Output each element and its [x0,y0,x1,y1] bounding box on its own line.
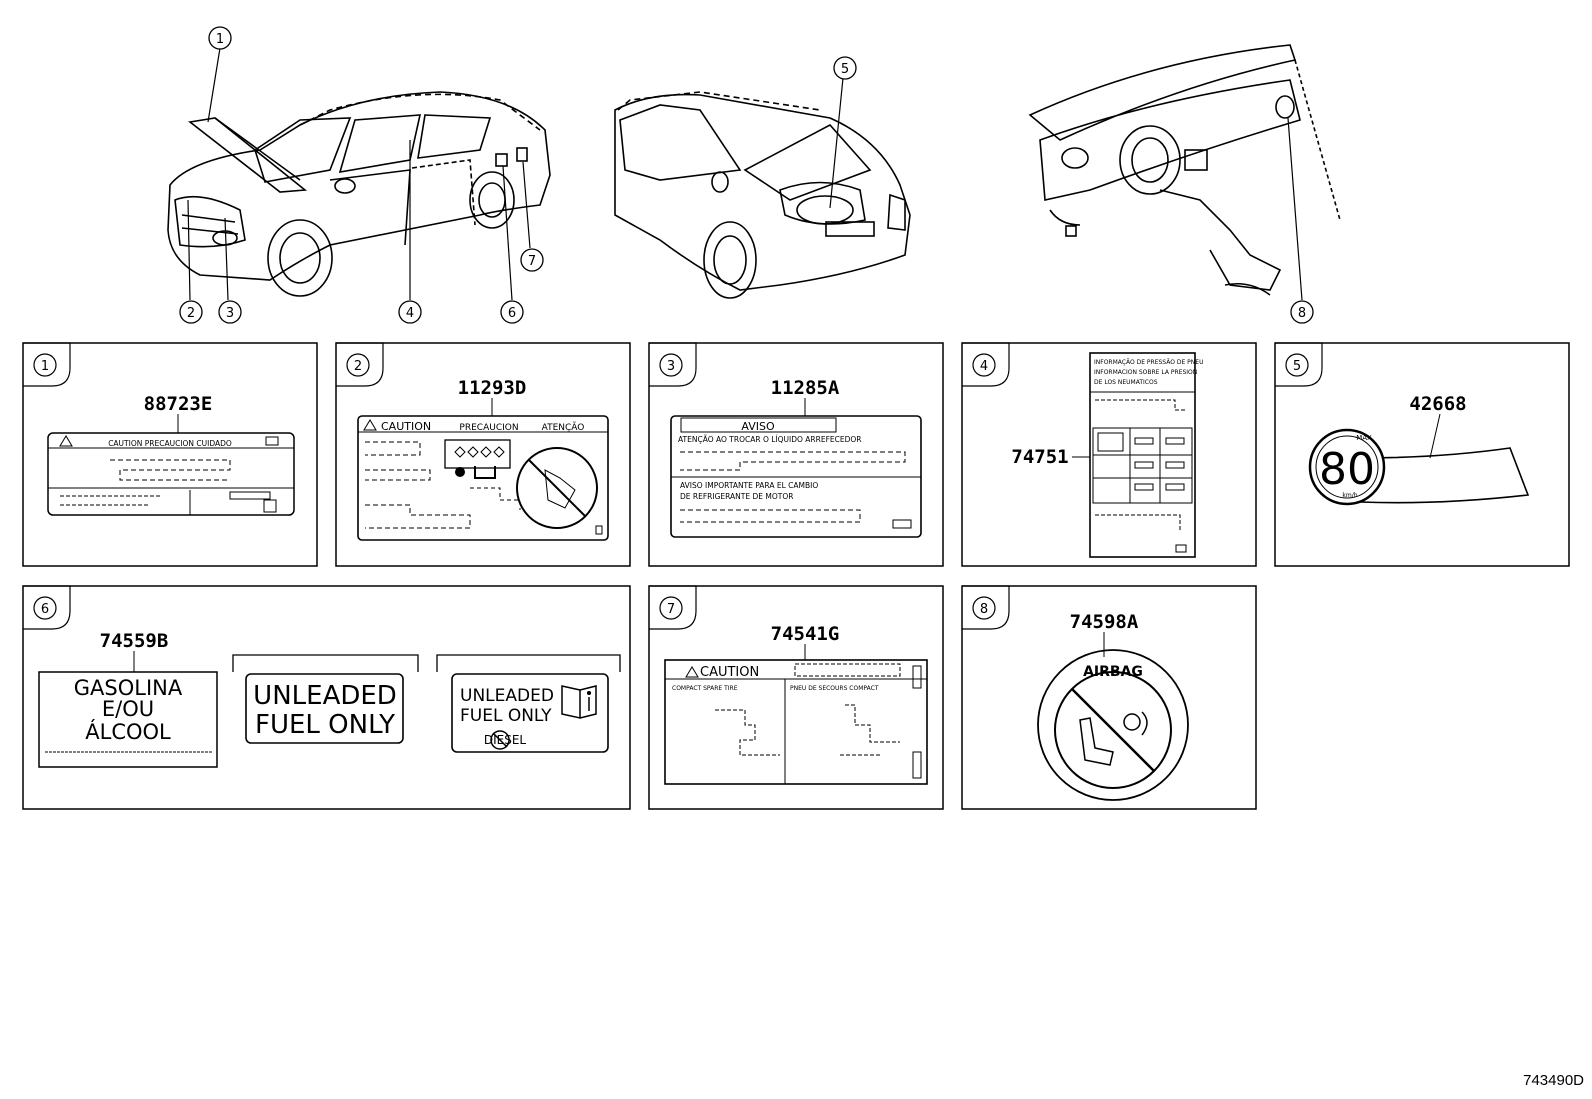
svg-text:E/OU: E/OU [102,697,154,721]
callout-8: 8 [1290,300,1314,324]
svg-text:DE LOS NEUMATICOS: DE LOS NEUMATICOS [1094,379,1158,386]
svg-text:3: 3 [226,306,234,321]
panel-6: 6 74559B GASOLINA E/OU ÁLCOOL UNLEADED F… [22,585,631,810]
part-number-88723E: 88723E [144,393,213,415]
part-number-11285A: 11285A [771,377,840,399]
part-number-74751: 74751 [1011,446,1068,468]
svg-text:5: 5 [841,62,849,77]
svg-text:DIESEL: DIESEL [484,733,527,747]
dashboard-view [1028,44,1341,296]
svg-text:6: 6 [508,306,516,321]
svg-text:8: 8 [980,602,988,617]
svg-text:7: 7 [528,254,536,269]
manual-icon [561,685,597,719]
svg-text:AVISO IMPORTANTE PARA EL CAMB: AVISO IMPORTANTE PARA EL CAMBIO [680,481,818,490]
svg-text:ATENÇÃO AO TROCAR O LÍQUID: ATENÇÃO AO TROCAR O LÍQUIDO ARREFECEDOR [678,435,862,444]
svg-text:7: 7 [667,602,675,617]
svg-text:km/h: km/h [1342,492,1357,499]
svg-text:INFORMACION SOBRE LA PRESION: INFORMACION SOBRE LA PRESION [1094,369,1197,376]
part-number-42668: 42668 [1409,393,1466,415]
leader-lines [187,47,1303,301]
svg-text:1: 1 [41,359,49,374]
gasolina-text: GASOLINA [74,676,183,700]
panel-4: 4 74751 INFORMAÇÃO DE PRESSÃO DE PNEU IN… [961,342,1257,567]
caution-header: CAUTION [381,420,431,433]
car-rear-view [614,91,911,299]
svg-text:4: 4 [406,306,414,321]
svg-text:2: 2 [187,306,195,321]
svg-text:5: 5 [1293,359,1301,374]
panel-8: 8 74598A AIRBAG [961,585,1257,810]
svg-text:INFORMAÇÃO DE PRESSÃO DE PNEU: INFORMAÇÃO DE PRESSÃO DE PNEU [1094,359,1203,366]
svg-text:1: 1 [216,32,224,47]
part-number-11293D: 11293D [458,377,527,399]
callout-2: 2 [179,300,203,324]
part-number-74541G: 74541G [771,623,840,645]
svg-text:ÁLCOOL: ÁLCOOL [85,719,171,744]
panel-3: 3 11285A AVISO ATENÇÃO AO TROCAR O LÍQUI… [648,342,944,567]
caution-header: CAUTION [700,665,759,680]
svg-text:DE REFRIGERANTE DE MOTOR: DE REFRIGERANTE DE MOTOR [680,492,793,501]
callout-1: 1 [208,26,232,50]
panel-5: 5 42668 80 MAX km/h [1274,342,1570,567]
svg-text:6: 6 [41,602,49,617]
top-callouts: 1 2 3 4 6 7 5 8 [179,26,1314,324]
unleaded-text: UNLEADED [253,681,397,711]
svg-text:PRECAUCION: PRECAUCION [459,423,518,433]
svg-text:AVISO: AVISO [741,420,775,433]
svg-text:3: 3 [667,359,675,374]
airbag-ring-text: AIRBAG [1083,664,1143,680]
callout-7: 7 [520,248,544,272]
label-header: CAUTION PRECAUCION CUIDADO [108,439,232,448]
svg-text:COMPACT SPARE TIRE: COMPACT SPARE TIRE [672,685,738,692]
svg-text:ATENÇÃO: ATENÇÃO [542,422,585,433]
panel-7: 7 74541G CAUTION COMPACT SPARE TIRE PNEU… [648,585,944,810]
car-front-view [167,91,551,297]
svg-text:8: 8 [1298,306,1306,321]
svg-text:4: 4 [980,359,988,374]
part-number-74598A: 74598A [1070,611,1139,633]
callout-5: 5 [833,56,857,80]
callout-6: 6 [500,300,524,324]
panel-1: 1 88723E CAUTION PRECAUCION CUIDADO [22,342,318,567]
svg-text:MAX: MAX [1356,434,1372,442]
svg-text:PNEU DE SECOURS COMPACT: PNEU DE SECOURS COMPACT [790,685,879,692]
svg-text:UNLEADED: UNLEADED [460,686,554,706]
speed-value: 80 [1319,444,1375,495]
svg-text:FUEL ONLY: FUEL ONLY [255,710,395,740]
svg-text:2: 2 [354,359,362,374]
callout-3: 3 [218,300,242,324]
panel-2: 2 11293D CAUTION PRECAUCION ATENÇÃO [335,342,631,567]
figure-id: 743490D [1523,1072,1584,1089]
svg-text:FUEL ONLY: FUEL ONLY [460,706,552,726]
callout-4: 4 [398,300,422,324]
part-number-74559B: 74559B [100,630,169,652]
